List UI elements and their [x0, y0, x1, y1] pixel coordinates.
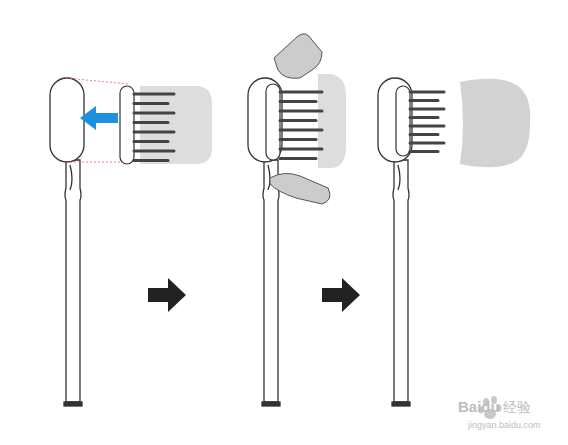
bristle-base	[120, 86, 134, 164]
step-arrow	[322, 278, 360, 312]
protective-cap	[460, 79, 530, 167]
protective-cap	[318, 74, 346, 168]
bristle	[410, 150, 438, 153]
finger	[274, 34, 322, 79]
neck-line	[70, 165, 72, 190]
handle-end	[64, 402, 82, 406]
bristle	[410, 125, 444, 128]
neck-line	[268, 165, 270, 190]
neck-line	[398, 165, 400, 190]
guide-lines	[66, 78, 128, 162]
bristle	[280, 110, 322, 113]
bristle	[280, 119, 316, 122]
bristle	[134, 131, 174, 134]
handle-end	[392, 402, 410, 406]
brush-head	[50, 78, 84, 162]
watermark-url: jingyan.baidu.com	[468, 420, 541, 430]
bristle	[280, 100, 316, 103]
bristle	[410, 116, 438, 119]
bristle	[280, 129, 322, 132]
brush-head	[248, 78, 282, 162]
bristle	[280, 138, 316, 141]
watermark-text: 经验	[503, 399, 531, 417]
bristle	[134, 112, 174, 115]
bristle	[134, 121, 168, 124]
bristle	[134, 159, 168, 162]
bristle	[280, 148, 322, 151]
handle	[263, 160, 279, 402]
handle-end	[262, 402, 280, 406]
bristle	[134, 150, 174, 153]
step-arrow	[148, 278, 186, 312]
bristle	[134, 140, 168, 143]
bristle	[410, 91, 444, 94]
handle	[393, 160, 409, 402]
bristle-base	[396, 86, 410, 156]
bristles	[134, 92, 444, 161]
insert-arrow	[80, 106, 118, 130]
bristle	[134, 93, 174, 96]
bristle	[410, 108, 444, 111]
bristle-base	[266, 84, 280, 160]
brush-head	[378, 78, 412, 162]
bristle	[280, 157, 316, 160]
bristle	[410, 133, 438, 136]
bristle	[410, 142, 444, 145]
bristle	[134, 102, 168, 105]
watermark-brand: Baidu	[458, 398, 500, 415]
bristle	[410, 99, 438, 102]
finger	[270, 173, 330, 204]
bristle	[280, 91, 322, 94]
handle	[65, 160, 81, 402]
